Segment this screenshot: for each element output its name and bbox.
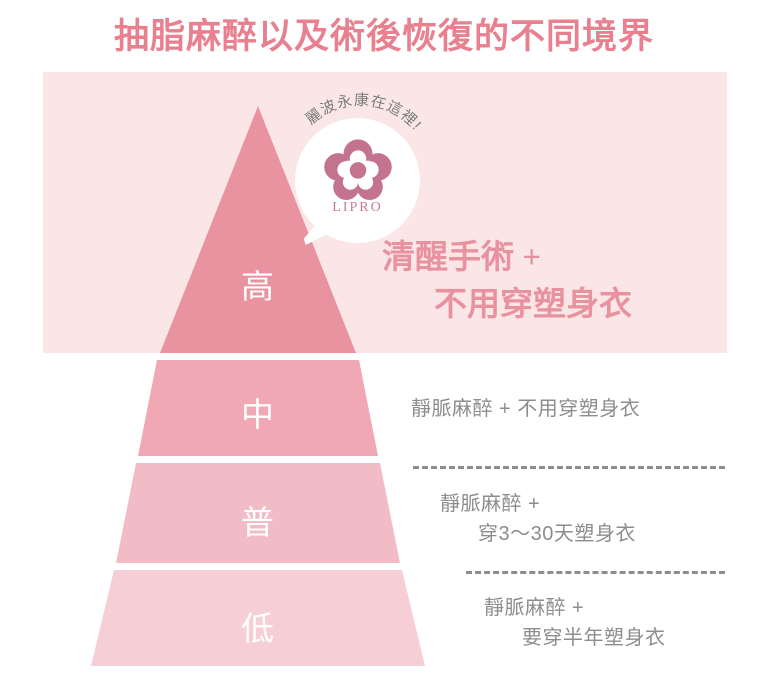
tier-description-high: 清醒手術 + 不用穿塑身衣: [382, 235, 632, 329]
tier-description-normal-line1: 靜脈麻醉 +: [440, 493, 541, 515]
arched-caption-textpath: 麗波永康在這裡!: [303, 92, 424, 134]
pyramid-label-medium: 中: [241, 396, 275, 433]
arched-caption: 麗波永康在這裡!: [303, 92, 424, 134]
tier-description-low: 靜脈麻醉 + 要穿半年塑身衣: [484, 593, 666, 653]
tier-description-medium-line1: 靜脈麻醉 + 不用穿塑身衣: [411, 398, 641, 420]
tier-description-high-line2: 不用穿塑身衣: [434, 286, 632, 323]
tier-description-low-line2: 要穿半年塑身衣: [522, 627, 666, 649]
pyramid-label-high: 高: [241, 268, 275, 305]
tier-description-high-line1: 清醒手術 +: [382, 240, 542, 276]
tier-description-normal: 靜脈麻醉 + 穿3〜30天塑身衣: [440, 489, 636, 549]
divider-dashed-1: [413, 466, 725, 469]
tier-description-medium: 靜脈麻醉 + 不用穿塑身衣: [411, 394, 640, 424]
pyramid-label-low: 低: [241, 610, 275, 647]
divider-dashed-2: [466, 571, 725, 574]
page-title: 抽脂麻醉以及術後恢復的不同境界: [113, 17, 654, 56]
tier-description-normal-line2: 穿3〜30天塑身衣: [478, 523, 636, 545]
arched-caption-text: 麗波永康在這裡!: [303, 92, 425, 134]
flower-logo-icon: [324, 139, 392, 200]
tier-description-low-line1: 靜脈麻醉 +: [484, 597, 585, 619]
brand-wordmark: LIPRO: [332, 200, 383, 215]
pyramid-label-normal: 普: [241, 504, 275, 541]
brand-speech-bubble: 麗波永康在這裡!: [286, 92, 436, 266]
